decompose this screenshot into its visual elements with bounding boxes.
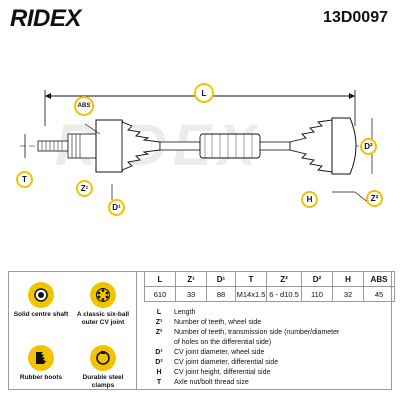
legend-text: of holes on the differential side) [174,339,272,346]
drive-shaft-drawing [20,90,373,205]
rubber-boot-icon [28,345,54,371]
legend-key: D² [155,359,163,366]
spec-table: L Z¹ D¹ T Z² D² H ABS 610 33 88 M14x1.5 … [144,271,395,302]
spec-value: 110 [301,286,333,302]
clamp-icon [90,345,116,371]
legend-key: Z¹ [155,319,163,326]
spec-header: L [144,271,176,287]
legend-key: Z² [155,329,163,336]
legend-row: D² CV joint diameter, differential side [144,358,392,368]
feature-label: Rubber boots [19,374,63,381]
spec-header: D¹ [206,271,236,287]
spec-header: T [235,271,267,287]
spec-header: Z¹ [175,271,207,287]
brand-logo: RIDEX [10,5,81,32]
spec-value: 32 [332,286,364,302]
dim-badge-abs: ABS [74,96,94,116]
feature-label: Solid centre shaft [13,311,69,318]
dimension-legend: L Length Z¹ Number of teeth, wheel side Z²… [144,308,392,388]
feature-steel-clamps: Durable steel clamps [72,345,134,389]
spec-header-row: L Z¹ D¹ T Z² D² H ABS [144,271,395,287]
spec-header: Z² [266,271,302,287]
legend-row: T Axle nut/bolt thread size [144,378,392,388]
feature-rubber-boots: Rubber boots [10,345,72,382]
spec-value: 88 [206,286,236,302]
legend-row: Z² Number of teeth, transmission side (nu… [144,328,392,338]
spec-value: 6 - d10.5 [266,286,302,302]
legend-row: of holes on the differential side) [144,338,392,348]
ball-joint-icon [90,282,116,308]
legend-key: L [156,309,162,316]
dim-badge-length: L [194,83,214,103]
feature-solid-shaft: Solid centre shaft [10,282,72,319]
spec-header: D² [301,271,333,287]
legend-text: CV joint diameter, wheel side [174,349,265,356]
dim-badge-t: T [16,171,33,188]
spec-header: H [332,271,364,287]
legend-row: H CV joint height, differential side [144,368,392,378]
dim-badge-z1: Z¹ [76,180,93,197]
legend-text: Axle nut/bolt thread size [174,379,249,386]
spec-value: 610 [144,286,176,302]
feature-label: A classic six-ball outer CV joint [76,311,130,326]
legend-text: Number of teeth, transmission side (numb… [174,329,340,336]
legend-row: L Length [144,308,392,318]
legend-text: Number of teeth, wheel side [174,319,262,326]
part-number: 13D0097 [323,9,388,26]
dim-badge-z2: Z² [366,190,383,207]
dim-badge-d2: D² [360,138,377,155]
dim-badge-h: H [301,191,318,208]
panel-divider [136,271,137,390]
legend-key: D¹ [155,349,163,356]
spec-value: 45 [363,286,395,302]
legend-row: Z¹ Number of teeth, wheel side [144,318,392,328]
feature-six-ball-joint: A classic six-ball outer CV joint [72,282,134,326]
spec-value-row: 610 33 88 M14x1.5 6 - d10.5 110 32 45 [144,286,395,302]
feature-label: Durable steel clamps [82,374,124,389]
legend-row: D¹ CV joint diameter, wheel side [144,348,392,358]
spec-header: ABS [363,271,395,287]
legend-key [144,338,174,348]
legend-key: T [156,379,162,386]
legend-text: CV joint diameter, differential side [174,359,279,366]
spec-value: 33 [175,286,207,302]
solid-shaft-icon [28,282,54,308]
legend-text: CV joint height, differential side [174,369,271,376]
legend-key: H [156,369,162,376]
spec-value: M14x1.5 [235,286,267,302]
dim-badge-d1: D¹ [108,199,125,216]
legend-text: Length [174,309,196,316]
